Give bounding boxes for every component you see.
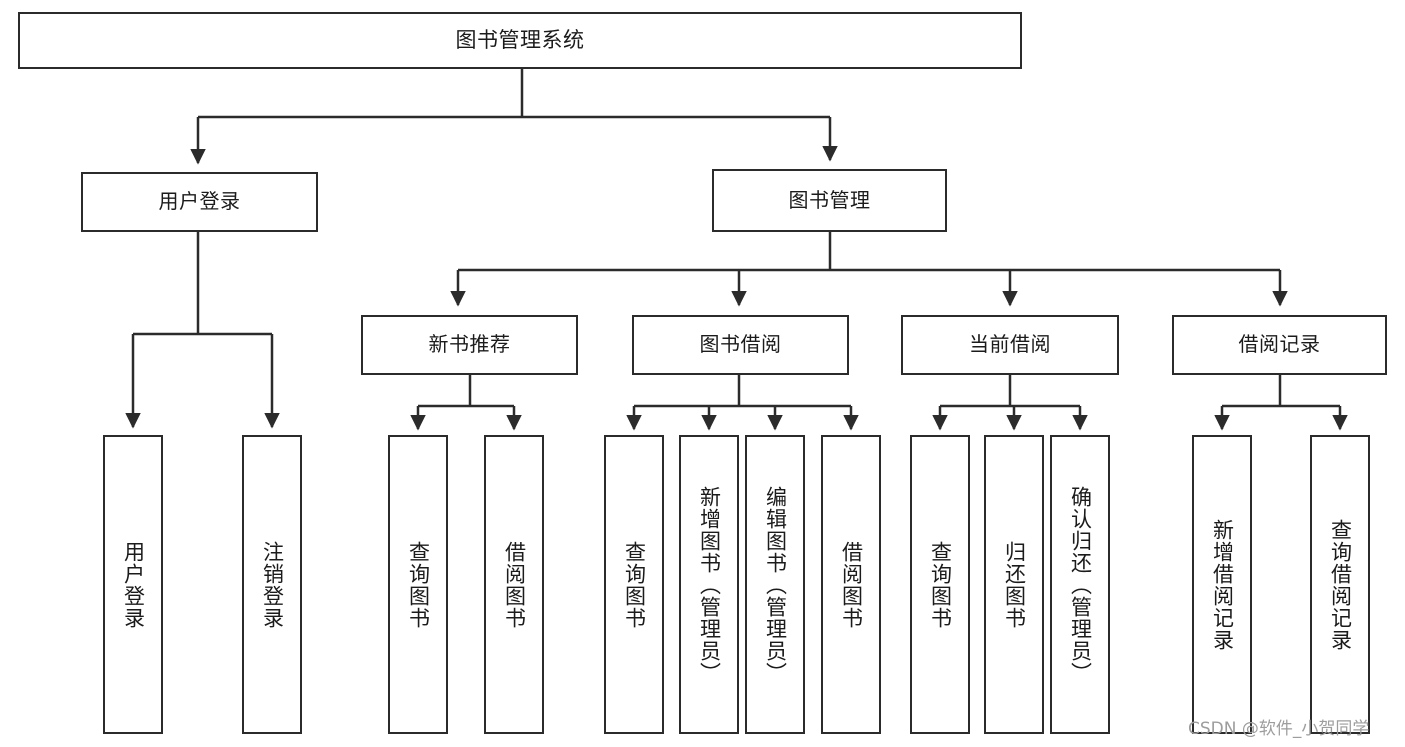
node-new-book-recommend-label: 新书推荐	[428, 332, 511, 357]
leaf-newbook-borrow-book-label: 借阅图书	[502, 540, 527, 629]
leaf-current-confirm-return-admin-label: 确认归还（管理员）	[1068, 485, 1093, 684]
leaf-record-add-record[interactable]: 新增借阅记录	[1192, 435, 1252, 734]
leaf-borrow-borrow-book[interactable]: 借阅图书	[821, 435, 881, 734]
leaf-borrow-query-book[interactable]: 查询图书	[604, 435, 664, 734]
leaf-logout[interactable]: 注销登录	[242, 435, 302, 734]
leaf-borrow-edit-book-admin[interactable]: 编辑图书（管理员）	[745, 435, 805, 734]
leaf-newbook-query-book[interactable]: 查询图书	[388, 435, 448, 734]
node-borrow-record[interactable]: 借阅记录	[1172, 315, 1387, 375]
node-borrow-record-label: 借阅记录	[1238, 332, 1321, 357]
leaf-borrow-borrow-book-label: 借阅图书	[839, 540, 864, 629]
csdn-watermark: CSDN @软件_小贺同学	[1188, 719, 1370, 739]
leaf-logout-label: 注销登录	[260, 540, 285, 629]
leaf-newbook-query-book-label: 查询图书	[406, 540, 431, 629]
node-book-borrow-label: 图书借阅	[699, 332, 782, 357]
node-current-borrow[interactable]: 当前借阅	[901, 315, 1119, 375]
node-current-borrow-label: 当前借阅	[969, 332, 1051, 357]
node-book-borrow[interactable]: 图书借阅	[632, 315, 849, 375]
leaf-user-login-label: 用户登录	[121, 540, 146, 629]
node-book-management[interactable]: 图书管理	[712, 169, 947, 232]
leaf-current-confirm-return-admin[interactable]: 确认归还（管理员）	[1050, 435, 1110, 734]
node-root[interactable]: 图书管理系统	[18, 12, 1022, 69]
leaf-borrow-query-book-label: 查询图书	[622, 540, 647, 629]
leaf-borrow-add-book-admin-label: 新增图书（管理员）	[697, 485, 722, 684]
leaf-current-return-book-label: 归还图书	[1002, 540, 1027, 629]
leaf-record-query-record-label: 查询借阅记录	[1328, 518, 1353, 651]
leaf-current-query-book[interactable]: 查询图书	[910, 435, 970, 734]
leaf-newbook-borrow-book[interactable]: 借阅图书	[484, 435, 544, 734]
leaf-current-return-book[interactable]: 归还图书	[984, 435, 1044, 734]
leaf-borrow-add-book-admin[interactable]: 新增图书（管理员）	[679, 435, 739, 734]
leaf-user-login[interactable]: 用户登录	[103, 435, 163, 734]
node-book-management-label: 图书管理	[788, 187, 871, 212]
node-new-book-recommend[interactable]: 新书推荐	[361, 315, 578, 375]
node-user-login[interactable]: 用户登录	[81, 172, 318, 232]
leaf-borrow-edit-book-admin-label: 编辑图书（管理员）	[763, 485, 788, 684]
leaf-record-add-record-label: 新增借阅记录	[1210, 518, 1235, 651]
node-root-label: 图书管理系统	[455, 28, 585, 53]
leaf-current-query-book-label: 查询图书	[928, 540, 953, 629]
node-user-login-label: 用户登录	[158, 189, 241, 214]
leaf-record-query-record[interactable]: 查询借阅记录	[1310, 435, 1370, 734]
